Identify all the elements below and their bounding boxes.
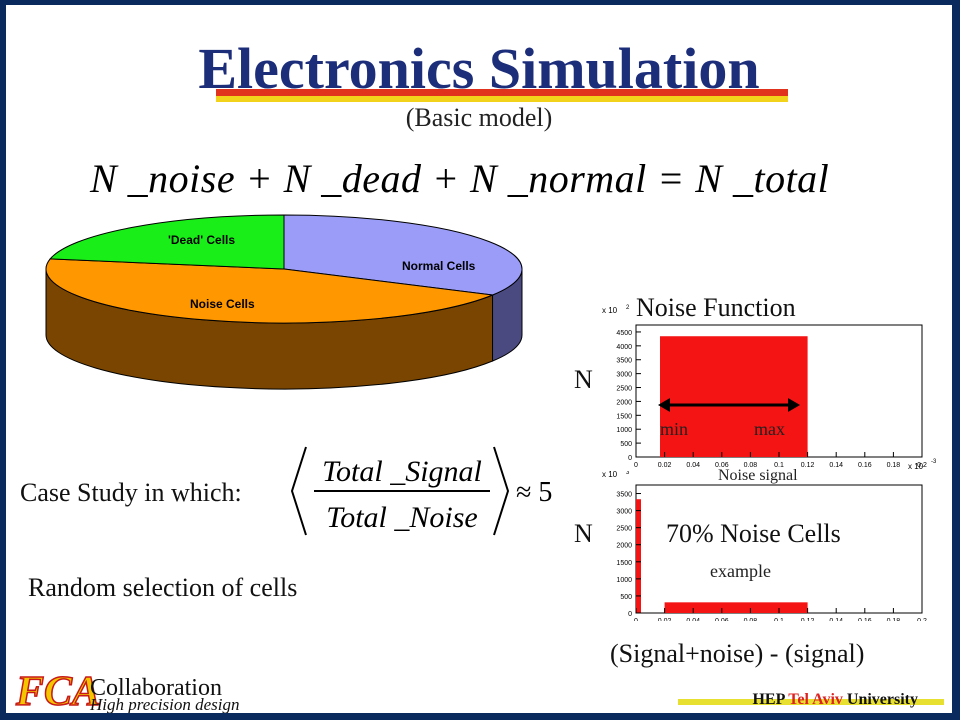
y-tick-label: 1000 — [616, 427, 632, 434]
x-tick-label: 0.06 — [715, 462, 729, 469]
example-caption: example — [710, 561, 771, 581]
footer-university: University — [842, 691, 918, 708]
noise-cells-percent: 70% Noise Cells — [666, 519, 841, 548]
y-tick-label: 3000 — [616, 509, 632, 516]
arrow-head-right — [788, 398, 800, 412]
slide: Electronics Simulation (Basic model) N _… — [6, 5, 952, 713]
subtitle: (Basic model) — [405, 103, 553, 132]
y-tick-label: 2500 — [616, 386, 632, 393]
x-scale-exp: -3 — [931, 459, 936, 465]
case-study-label: Case Study in which: — [20, 478, 242, 507]
x-tick-label: 0.1 — [774, 618, 784, 621]
x-tick-label: 0.02 — [658, 462, 672, 469]
ratio-numerator: Total _Signal — [322, 455, 482, 488]
y-tick-label: 4500 — [616, 330, 632, 337]
footer-underline — [678, 699, 944, 705]
x-tick-label: 0 — [634, 462, 638, 469]
random-selection-text: Random selection of cells — [28, 573, 298, 602]
footer-hep: HEP — [752, 691, 789, 708]
y-scale-exp: 3 — [626, 471, 630, 476]
x-tick-label: 0.18 — [887, 618, 901, 621]
title-underline-red — [216, 89, 788, 96]
example-histogram: 0 500 1000 1500 2000 2500 3000 3500 0 0.02 0.04 0.… — [602, 471, 927, 621]
noise-uniform-bar — [660, 336, 808, 457]
x-tick-label: 0.14 — [829, 618, 843, 621]
x-tick-label: 0.08 — [744, 618, 758, 621]
x-tick-label: 0.12 — [801, 618, 815, 621]
y-tick-label: 1000 — [616, 577, 632, 584]
y-tick-label: 1500 — [616, 413, 632, 420]
noise-signal-label: Noise signal — [716, 467, 800, 485]
x-tick-label: 0.14 — [829, 462, 843, 469]
y-tick-label: 4000 — [616, 344, 632, 351]
y-tick-label: 500 — [620, 594, 632, 601]
min-label: min — [660, 419, 689, 439]
histogram-x-label: (Signal+noise) - (signal) — [610, 639, 865, 668]
y-tick-label: 2000 — [616, 543, 632, 550]
n-axis-label: N — [574, 365, 593, 394]
fcal-logo-text: FCAL — [15, 669, 100, 713]
signal-spike-bar — [636, 499, 641, 613]
plot-frame — [635, 484, 923, 614]
pie-slice-dead — [49, 214, 285, 270]
pie-label-normal: Normal Cells — [402, 259, 476, 273]
x-tick-label: 0.16 — [858, 618, 872, 621]
footer-affiliation: HEP Tel Aviv University — [6, 691, 918, 709]
x-tick-label: 0.16 — [858, 462, 872, 469]
max-label: max — [754, 419, 785, 439]
cell-sum-equation: N _noise + N _dead + N _normal = N _tota… — [90, 156, 830, 201]
y-tick-label: 3500 — [616, 492, 632, 499]
y-scale-exp: 2 — [626, 305, 630, 311]
pie-slice-normal — [283, 214, 523, 296]
pie-label-dead: 'Dead' Cells — [168, 233, 235, 247]
pie-slice-noise — [45, 258, 495, 324]
y-tick-label: 0 — [628, 455, 632, 462]
title-underline-yellow — [216, 96, 788, 102]
x-tick-label: 0.04 — [686, 618, 700, 621]
y-scale-label: x 10 — [602, 306, 618, 315]
ratio-approx: ≈ 5 — [516, 477, 552, 508]
ratio-denominator: Total _Noise — [326, 501, 477, 534]
x-scale-label: x 10 — [908, 462, 924, 471]
x-tick-label: 0.12 — [801, 462, 815, 469]
x-tick-label: 0.04 — [686, 462, 700, 469]
pie-label-noise: Noise Cells — [190, 297, 255, 311]
x-tick-label: 0.06 — [715, 618, 729, 621]
pie-chart: Normal Cells Noise Cells 'Dead' Cells — [45, 214, 523, 390]
tagline: High precision design — [90, 695, 240, 713]
noise-function-histogram: 0 500 1000 1500 2000 2500 3000 3500 4000 4500 0 0.… — [602, 305, 936, 471]
y-tick-label: 500 — [620, 441, 632, 448]
y-tick-label: 1500 — [616, 560, 632, 567]
x-tick-label: 0.18 — [887, 462, 901, 469]
y-tick-label: 0 — [628, 611, 632, 618]
y-tick-label: 2000 — [616, 399, 632, 406]
y-tick-label: 2500 — [616, 526, 632, 533]
collaboration-text: Collaboration — [90, 675, 222, 701]
noise-flat-bar — [664, 602, 808, 613]
ratio-formula: Total _Signal Total _Noise ≈ 5 — [290, 446, 552, 536]
n-axis-label-2: N — [574, 519, 593, 548]
x-tick-label: 0 — [634, 618, 638, 621]
y-tick-label: 3500 — [616, 358, 632, 365]
arrow-head-left — [658, 398, 670, 412]
fcal-logo: FCAL — [14, 668, 100, 713]
y-tick-label: 3000 — [616, 372, 632, 379]
footer-tel-aviv: Tel Aviv — [788, 691, 843, 708]
x-tick-label: 0.2 — [917, 462, 927, 469]
noise-function-title: Noise Function — [636, 293, 796, 322]
x-tick-label: 0.08 — [744, 462, 758, 469]
x-tick-label: 0.1 — [774, 462, 784, 469]
x-tick-label: 0.2 — [917, 618, 927, 621]
x-tick-label: 0.02 — [658, 618, 672, 621]
y-scale-label: x 10 — [602, 471, 618, 479]
